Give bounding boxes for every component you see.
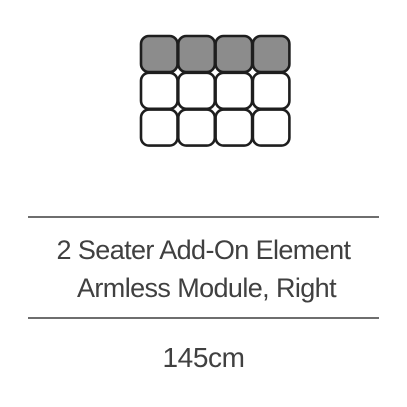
product-width: 145cm <box>162 342 245 373</box>
highlighted-module-cell <box>214 34 254 74</box>
module-cell <box>251 71 291 111</box>
module-cell <box>251 108 291 147</box>
highlighted-module-cell <box>251 34 291 74</box>
highlighted-module-cell <box>139 34 179 74</box>
product-name-line2: Armless Module, Right <box>77 273 337 303</box>
module-cell <box>214 71 254 111</box>
seating-module-diagram <box>139 34 291 147</box>
highlighted-module-cell <box>177 34 217 74</box>
product-name-line1: 2 Seater Add-On Element <box>56 235 351 265</box>
module-cell <box>177 71 217 111</box>
bottom-divider <box>28 317 379 319</box>
module-cell <box>139 71 179 111</box>
module-grid <box>139 34 291 147</box>
module-cell <box>177 108 217 147</box>
module-cell <box>214 108 254 147</box>
top-divider <box>28 216 379 218</box>
module-cell <box>139 108 179 147</box>
